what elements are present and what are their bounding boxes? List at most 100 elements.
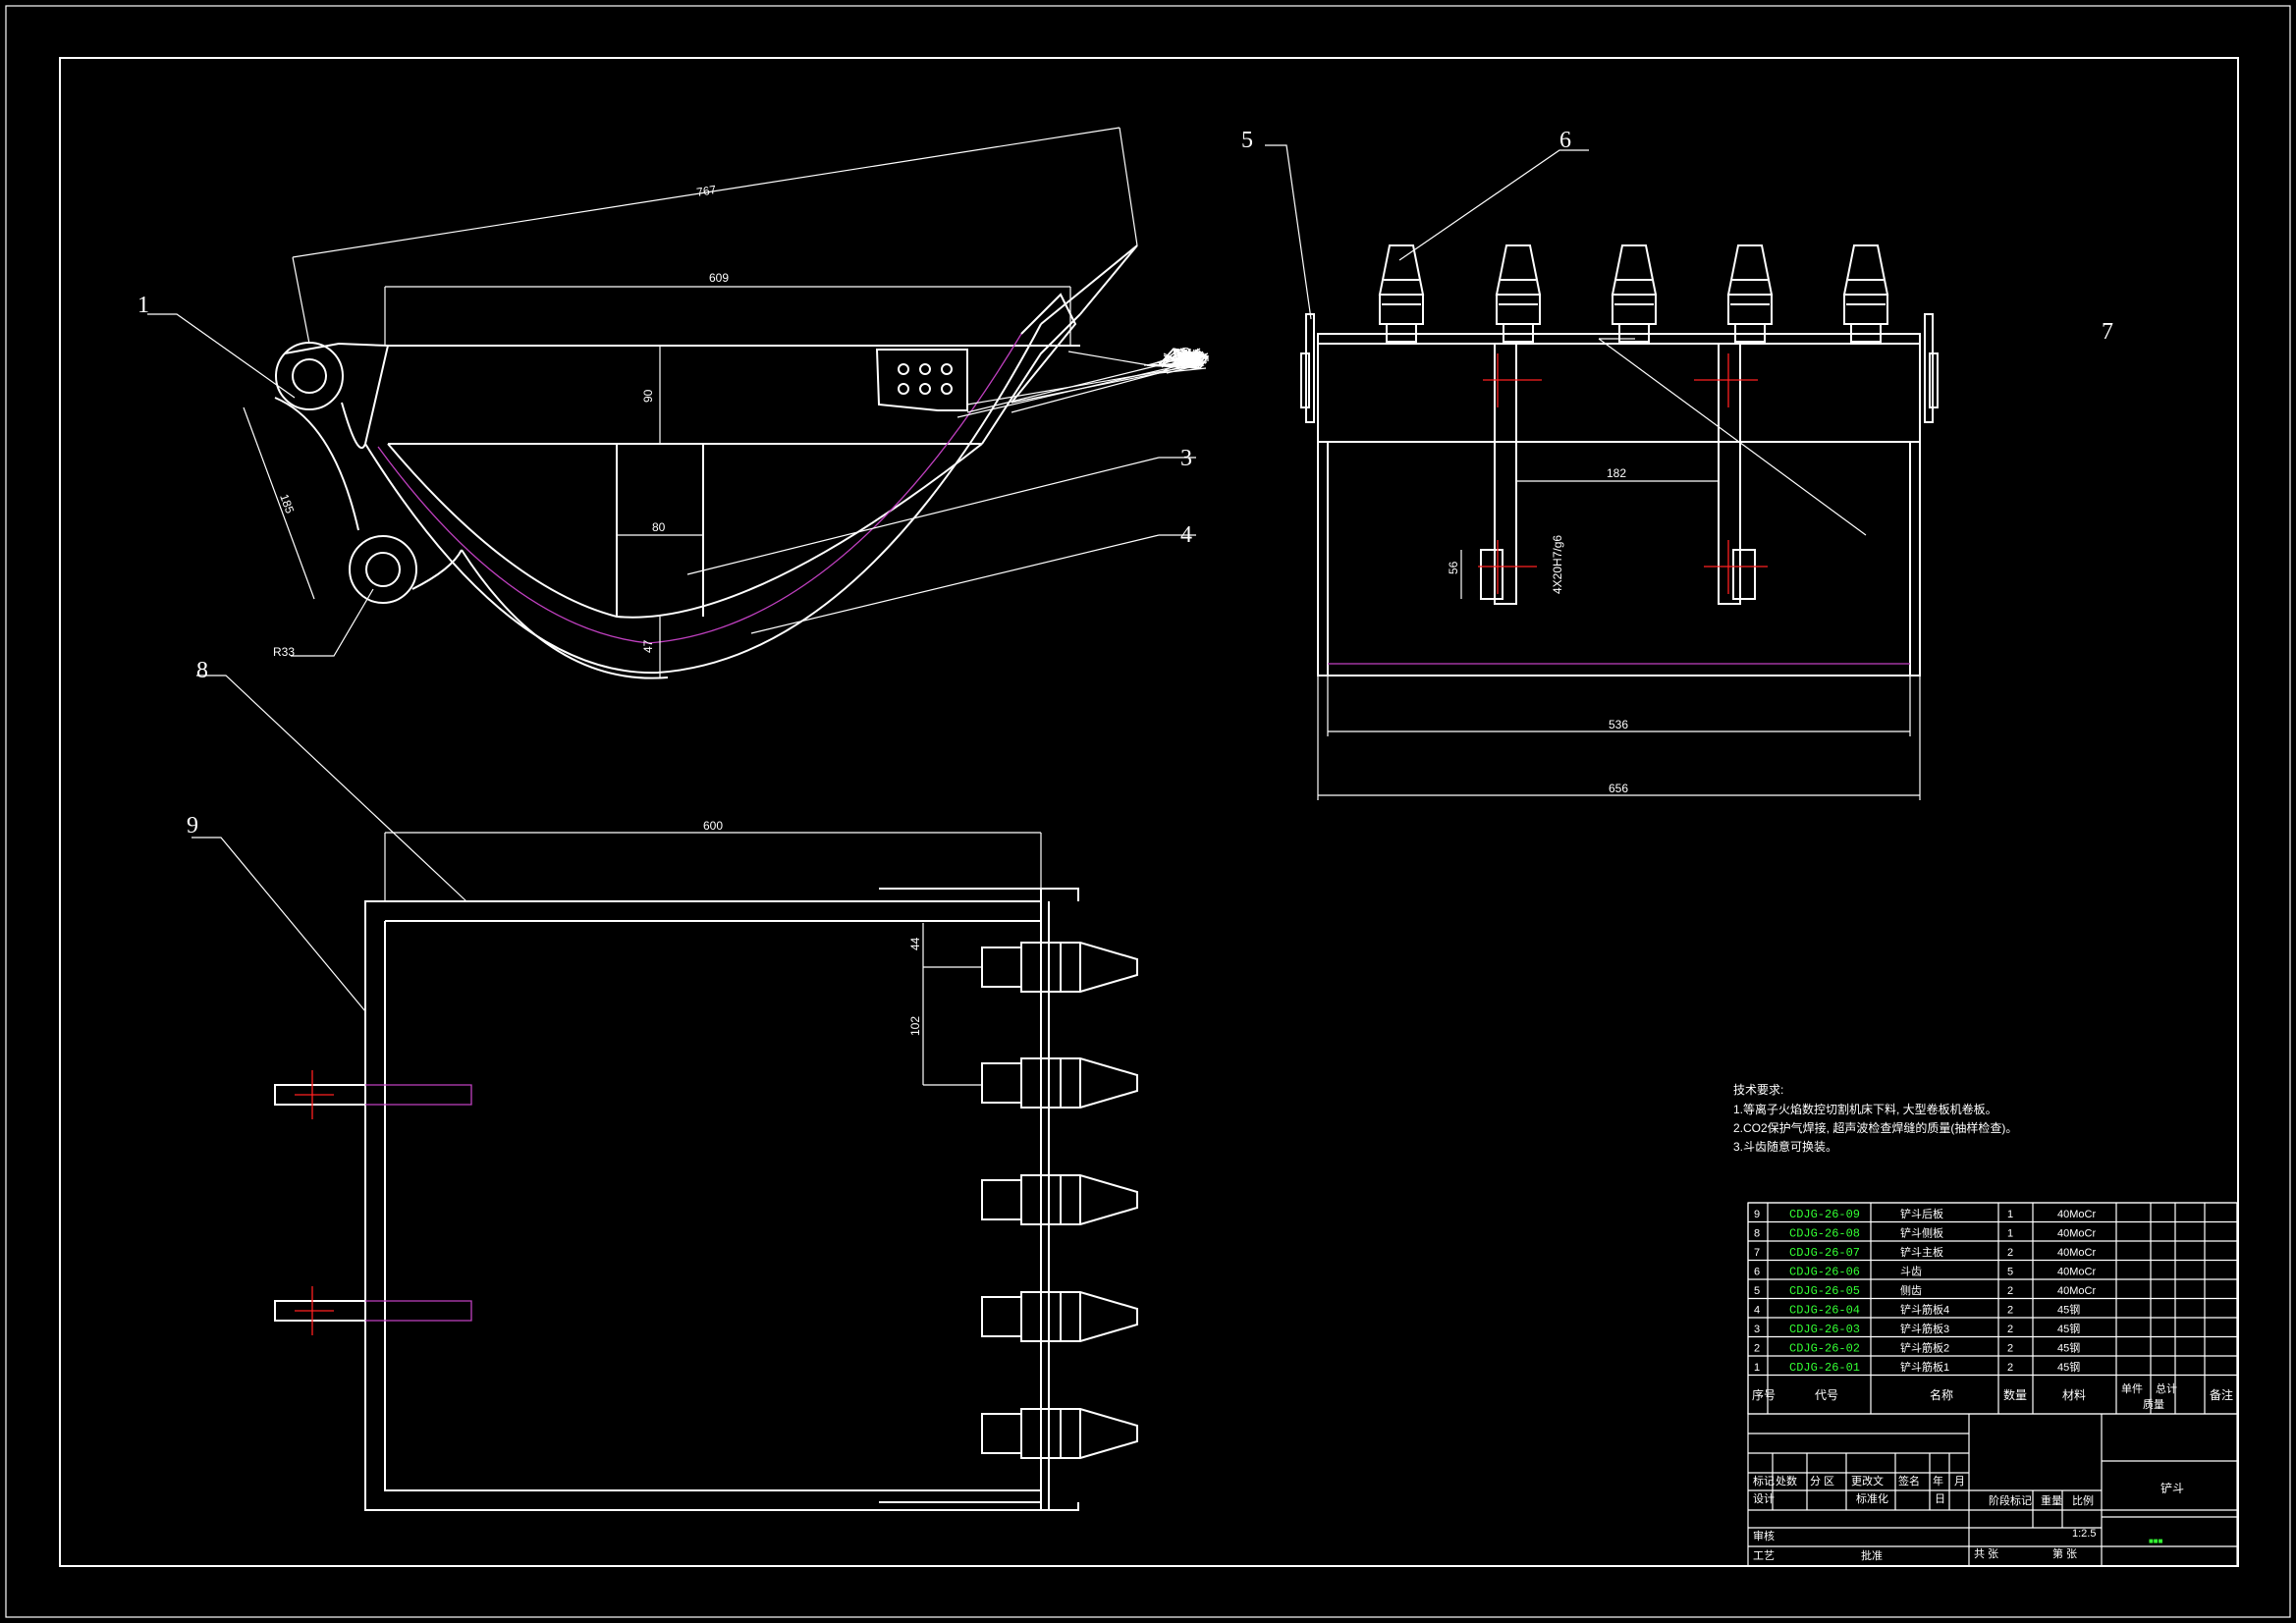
tb-day: 日	[1935, 1493, 1945, 1505]
balloon-9: 9	[187, 813, 198, 839]
bom-name: 铲斗筋板4	[1900, 1303, 1949, 1317]
leader-2	[1189, 360, 1201, 366]
bom-no: 9	[1754, 1209, 1760, 1220]
bom-name: 斗齿	[1900, 1266, 1922, 1278]
dim-side-80: 80	[652, 520, 666, 534]
bom-header-qty: 数量	[2003, 1387, 2027, 1402]
tb-process: 工艺	[1753, 1549, 1775, 1562]
tech-notes-title: 技术要求:	[1733, 1083, 1783, 1097]
tb-std: 标准化	[1856, 1491, 1888, 1505]
bom-qty: 2	[2007, 1247, 2013, 1259]
bom-no: 1	[1754, 1362, 1760, 1374]
bom-no: 8	[1754, 1228, 1760, 1240]
leaders-final	[957, 360, 1199, 418]
balloon-2: 2	[1180, 344, 1192, 369]
front-tooth	[1611, 244, 1658, 343]
bom-no: 4	[1754, 1305, 1760, 1317]
bom-code: CDJG-26-05	[1789, 1284, 1860, 1298]
tb-company: ■■■	[2149, 1538, 2163, 1546]
top-tooth	[981, 942, 1138, 993]
dim-front-182: 182	[1607, 466, 1626, 480]
bom-qty: 5	[2007, 1267, 2013, 1278]
side-view	[243, 127, 1138, 679]
bom-material: 45钢	[2057, 1342, 2080, 1355]
bom-header-no: 序号	[1752, 1387, 1776, 1402]
tb-month: 月	[1954, 1476, 1965, 1488]
tech-note-2: 2.CO2保护气焊接, 超声波检查焊缝的质量(抽样检查)。	[1733, 1120, 2017, 1135]
front-view	[1300, 244, 1939, 800]
dim-side-185: 185	[277, 492, 297, 515]
bom-material: 40MoCr	[2057, 1285, 2096, 1297]
outer-frame	[5, 5, 2291, 1618]
bom-header-name: 名称	[1930, 1387, 1953, 1402]
bom-qty: 2	[2007, 1324, 2013, 1335]
front-tooth	[1842, 244, 1889, 343]
bom-material: 40MoCr	[2057, 1247, 2096, 1259]
balloon-8: 8	[196, 658, 208, 683]
bom-header-unit: 单件	[2121, 1382, 2143, 1395]
bom-no: 7	[1754, 1247, 1760, 1259]
front-tooth	[1495, 244, 1542, 343]
bom-row: 2 CDJG-26-02 铲斗筋板2 2 45钢	[1754, 1341, 2080, 1356]
bom-code: CDJG-26-02	[1789, 1342, 1860, 1356]
tb-scale-value: 1:2.5	[2072, 1528, 2096, 1540]
bom-qty: 1	[2007, 1228, 2013, 1240]
bom-no: 3	[1754, 1324, 1760, 1335]
bom-header-code: 代号	[1815, 1388, 1838, 1402]
dim-front-4x20h7: 4X20H7/g6	[1551, 535, 1564, 594]
dim-side-609: 609	[709, 271, 729, 285]
bom-name: 侧齿	[1900, 1284, 1922, 1297]
bom-name: 铲斗侧板	[1900, 1226, 1943, 1240]
balloon-7: 7	[2102, 319, 2113, 345]
top-tooth	[981, 1057, 1138, 1109]
bom-no: 2	[1754, 1343, 1760, 1355]
bom-no: 6	[1754, 1267, 1760, 1278]
front-tooth	[1378, 244, 1425, 343]
bom-name: 铲斗主板	[1900, 1245, 1943, 1259]
tb-year: 年	[1933, 1474, 1943, 1488]
dim-side-767: 767	[695, 183, 717, 199]
bom-header-total: 总计	[2156, 1381, 2177, 1395]
bom-header-mass: 质量	[2143, 1398, 2164, 1411]
bom-name: 铲斗筋板2	[1900, 1341, 1949, 1355]
tb-drawing-name: 铲斗	[2160, 1481, 2184, 1495]
tb-design: 设计	[1753, 1492, 1775, 1505]
dim-side-47: 47	[641, 639, 655, 653]
balloon-1: 1	[137, 293, 149, 318]
bom-name: 铲斗后板	[1900, 1207, 1943, 1220]
bom-name: 铲斗筋板3	[1900, 1322, 1949, 1335]
tb-change-doc: 更改文	[1851, 1474, 1884, 1488]
dim-front-656: 656	[1609, 782, 1628, 795]
bom-code: CDJG-26-03	[1789, 1323, 1860, 1336]
bom-material: 40MoCr	[2057, 1228, 2096, 1240]
balloon-5: 5	[1241, 128, 1253, 153]
bom-code: CDJG-26-07	[1789, 1246, 1860, 1260]
dim-side-90: 90	[641, 389, 655, 403]
leader-balloon-2-line	[966, 364, 1196, 413]
bom-no: 5	[1754, 1285, 1760, 1297]
tb-scale: 比例	[2072, 1493, 2094, 1507]
bom-qty: 2	[2007, 1343, 2013, 1355]
tb-count: 处数	[1776, 1475, 1797, 1488]
bom-header-remark: 备注	[2210, 1387, 2233, 1402]
bom-code: CDJG-26-09	[1789, 1208, 1860, 1221]
bom-material: 40MoCr	[2057, 1209, 2096, 1220]
tb-stage: 阶段标记	[1989, 1493, 2032, 1507]
leader-balloon-3-line	[686, 457, 1196, 575]
balloon-6: 6	[1559, 128, 1571, 153]
bom-qty: 2	[2007, 1362, 2013, 1374]
dim-top-102: 102	[908, 1016, 922, 1036]
balloon-leaders	[966, 348, 1209, 406]
bom-code: CDJG-26-06	[1789, 1266, 1860, 1279]
balloon-4: 4	[1180, 522, 1192, 548]
dim-side-r33: R33	[273, 645, 295, 659]
bom-header-material: 材料	[2062, 1388, 2086, 1402]
leader-balloon-9-line	[191, 837, 366, 1012]
balloon-leader-lines	[1166, 355, 1199, 374]
